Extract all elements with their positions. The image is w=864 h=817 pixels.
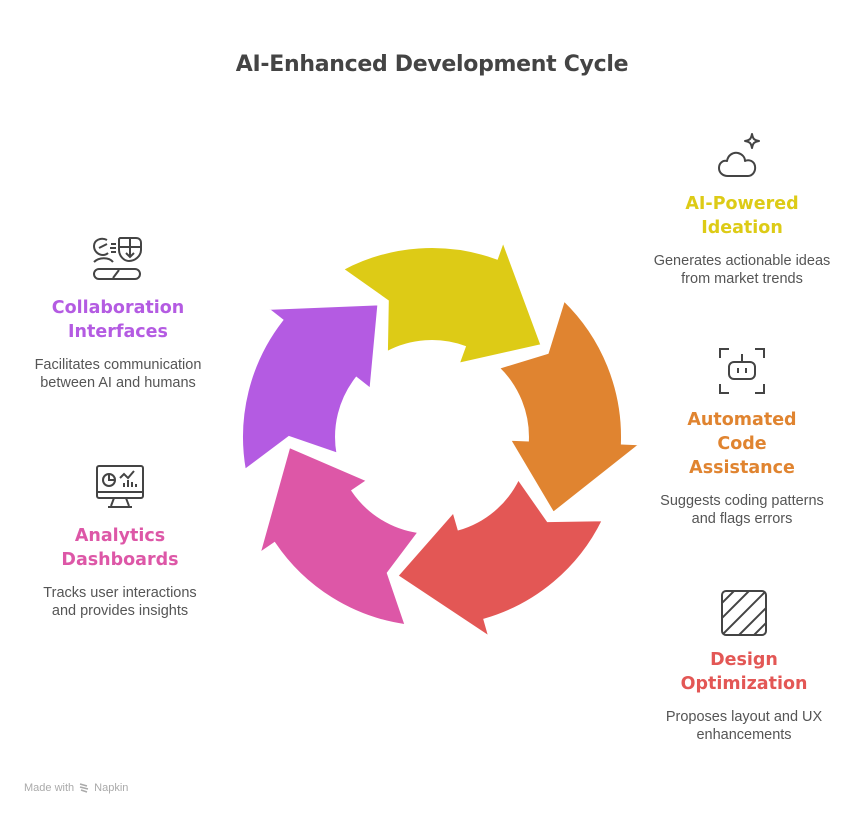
stage-description: Facilitates communication between AI and… <box>34 357 202 391</box>
monitor-chart-icon <box>96 465 144 508</box>
stage-label: AI-Powered Ideation <box>685 194 799 238</box>
cycle-arrow-collab <box>241 303 380 472</box>
stage-label: Collaboration Interfaces <box>51 298 185 342</box>
stage-code: Automated Code Assistance Suggests codin… <box>652 346 832 528</box>
stage-analytics: Analytics Dashboards Tracks user interac… <box>30 464 210 620</box>
human-ai-icon <box>92 237 142 280</box>
page-title: AI-Enhanced Development Cycle <box>235 52 629 77</box>
cloud-sparkle-icon <box>718 133 760 177</box>
cycle-arrow-code <box>496 298 643 515</box>
cycle-arrow-design <box>395 477 605 640</box>
cycle-arrow-analytics <box>257 445 421 627</box>
stage-description: Tracks user interactions and provides in… <box>43 585 197 619</box>
footer-prefix: Made with <box>24 782 75 794</box>
stage-label: Design Optimization <box>680 650 808 694</box>
stage-design: Design Optimization Proposes layout and … <box>654 588 834 744</box>
stage-description: Proposes layout and UX enhancements <box>665 709 823 743</box>
cycle-arrow-ideation <box>340 238 543 366</box>
stage-label: Automated Code Assistance <box>687 410 797 478</box>
stage-description: Generates actionable ideas from market t… <box>653 253 831 287</box>
footer-brand: Napkin <box>94 782 129 794</box>
stage-collab: Collaboration Interfaces Facilitates com… <box>28 234 208 392</box>
footer-attribution[interactable]: Made with Napkin <box>24 782 128 794</box>
stage-description: Suggests coding patterns and flags error… <box>660 493 824 527</box>
stage-label: Analytics Dashboards <box>61 526 179 570</box>
stage-ideation: AI-Powered Ideation Generates actionable… <box>652 130 832 288</box>
hatched-square-icon <box>721 590 767 636</box>
napkin-logo-icon <box>79 783 89 793</box>
robot-icon <box>719 348 765 394</box>
